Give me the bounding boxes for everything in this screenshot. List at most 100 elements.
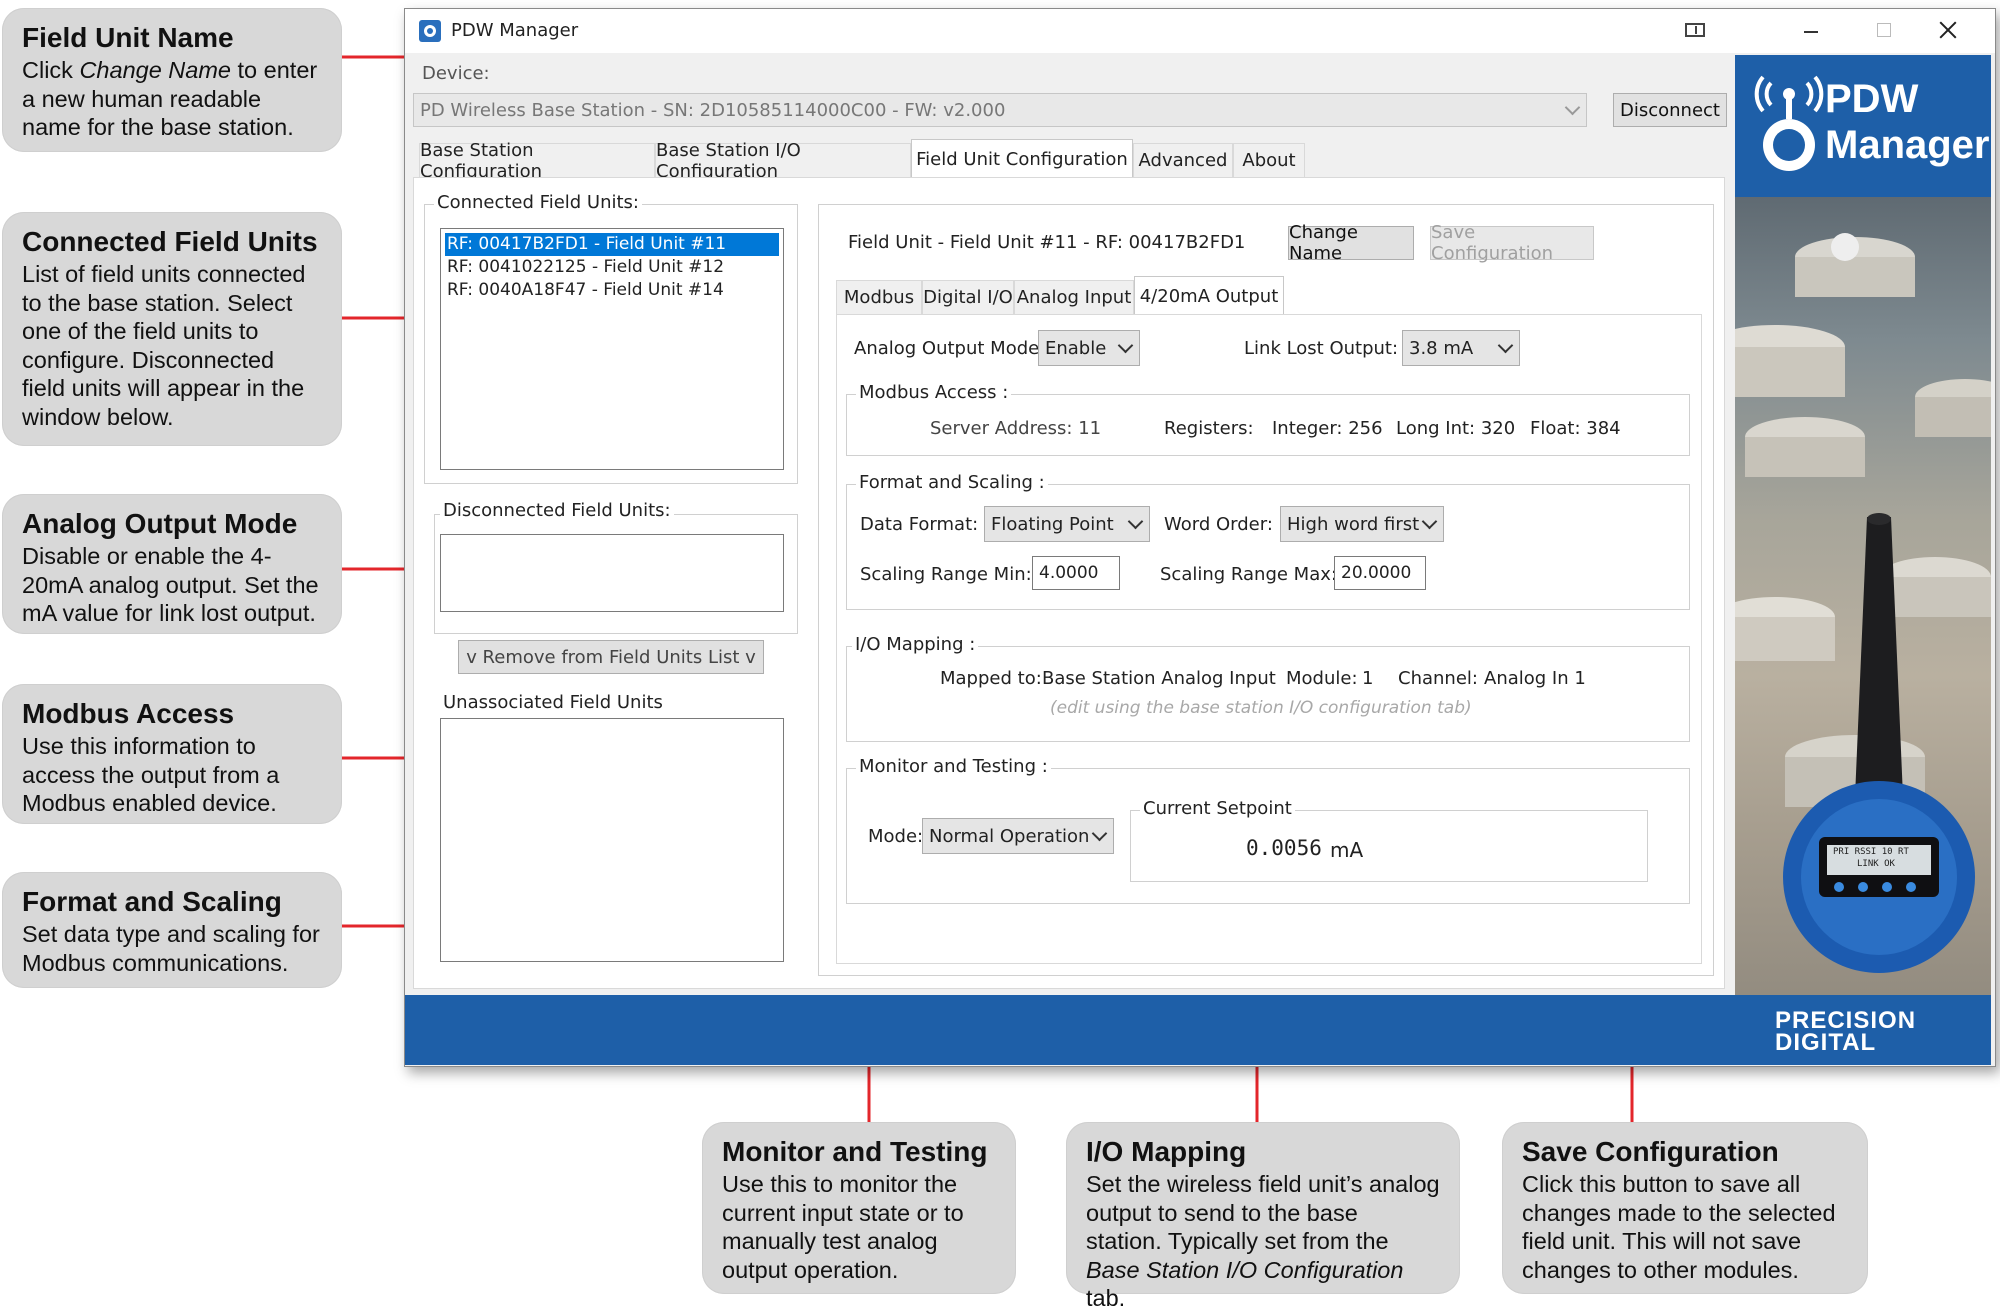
list-item[interactable]: RF: 0040A18F47 - Field Unit #14 [447,280,724,300]
callout-body: Disable or enable the 4-20mA analog outp… [22,543,319,626]
chevron-down-icon [1127,513,1144,530]
device-select[interactable]: PD Wireless Base Station - SN: 2D1058511… [413,93,1587,127]
device-display-line1: PRI RSSI 10 RT [1833,847,1909,857]
chevron-down-icon [1564,99,1581,116]
callout-title: Analog Output Mode [22,508,298,539]
callout-title: I/O Mapping [1086,1136,1247,1167]
brand-logo-panel: PDW Manager [1735,55,1991,197]
save-configuration-button[interactable]: Save Configuration [1430,222,1594,264]
callout-field-unit-name: Field Unit Name Click Change Name to ent… [2,8,342,152]
scaling-min-input[interactable]: 4.0000 [1032,556,1120,590]
tab-content: Connected Field Units: RF: 00417B2FD1 - … [413,177,1725,989]
industrial-scene [1735,233,1991,973]
mapped-to-label: Mapped to: [940,668,1042,689]
device-display-line2: LINK OK [1857,859,1895,869]
scaling-max-input[interactable]: 20.0000 [1334,556,1426,590]
logo-line1: PDW [1825,77,1919,121]
title-bar: PDW Manager [405,9,1995,53]
current-setpoint-unit: mA [1330,838,1364,862]
registers-label: Registers: [1164,418,1254,439]
subtab-digital-io[interactable]: Digital I/O [922,280,1014,314]
callout-title: Monitor and Testing [722,1136,988,1167]
callout-body: Set data type and scaling for Modbus com… [22,921,320,976]
current-setpoint-label: Current Setpoint [1140,798,1295,819]
callout-body: List of field units connected to the bas… [22,261,306,430]
list-item[interactable]: RF: 0041022125 - Field Unit #12 [447,257,725,277]
callout-title: Field Unit Name [22,22,234,53]
monitor-testing-group [846,768,1690,904]
subtab-content [836,314,1702,964]
io-mapping-label: I/O Mapping : [852,634,979,655]
tab-base-station-io-configuration[interactable]: Base Station I/O Configuration [655,140,911,182]
analog-output-mode-label: Analog Output Mode: [854,338,1046,359]
callout-analog-output-mode: Analog Output Mode Disable or enable the… [2,494,342,634]
unassociated-field-units-label: Unassociated Field Units [440,692,666,713]
current-setpoint-value: 0.0056 [1246,836,1322,860]
callout-body: Click Change Name to enter a new human r… [22,57,318,140]
chevron-down-icon [1421,513,1438,530]
callout-body: Use this to monitor the current input st… [722,1171,964,1283]
register-long-int: Long Int: 320 [1396,418,1516,439]
link-lost-output-select[interactable]: 3.8 mA [1402,330,1520,366]
channel-label: Channel: [1398,668,1478,689]
subtab-analog-input[interactable]: Analog Input [1014,280,1134,314]
scaling-max-label: Scaling Range Max: [1160,564,1337,585]
scaling-max-value: 20.0000 [1341,563,1412,583]
close-icon[interactable] [1935,17,1961,43]
tab-field-unit-configuration[interactable]: Field Unit Configuration [911,139,1133,179]
wireless-icon [1754,75,1824,171]
chevron-down-icon [1497,337,1514,354]
change-name-button[interactable]: Change Name [1288,222,1414,264]
callout-body: Click this button to save all changes ma… [1522,1171,1836,1283]
device-select-value: PD Wireless Base Station - SN: 2D1058511… [420,99,1006,121]
module-value: 1 [1362,668,1374,689]
tab-base-station-configuration[interactable]: Base Station Configuration [419,140,655,182]
mode-select[interactable]: Normal Operation [922,818,1114,854]
brand-footer: PRECISION DIGITAL [1735,995,1991,1065]
format-scaling-label: Format and Scaling : [856,472,1048,493]
status-bar [405,995,1735,1065]
brand-photo: PRI RSSI 10 RT LINK OK [1735,197,1991,995]
minimize-icon[interactable] [1804,31,1818,33]
pdw-manager-window: PDW Manager Device: PD Wireless Base Sta… [404,8,1996,1067]
field-unit-header: Field Unit - Field Unit #11 - RF: 00417B… [848,232,1246,253]
tablet-mode-icon[interactable] [1685,23,1705,37]
subtab-modbus[interactable]: Modbus [836,280,922,314]
modbus-access-group [846,394,1690,456]
monitor-testing-label: Monitor and Testing : [856,756,1051,777]
field-unit-group [818,204,1714,976]
callout-title: Modbus Access [22,698,235,729]
chevron-down-icon [1091,825,1108,842]
callout-modbus-access: Modbus Access Use this information to ac… [2,684,342,824]
mode-value: Normal Operation [929,825,1090,847]
disconnect-button[interactable]: Disconnect [1613,93,1727,127]
connected-field-units-label: Connected Field Units: [434,192,642,213]
tab-about[interactable]: About [1233,143,1305,177]
word-order-value: High word first [1287,513,1420,535]
callout-title: Connected Field Units [22,226,318,257]
word-order-label: Word Order: [1164,514,1273,535]
current-setpoint-group [1130,810,1648,882]
footer-line1: PRECISION [1775,1007,1917,1034]
disconnected-field-units-list[interactable] [440,534,784,612]
disconnected-field-units-label: Disconnected Field Units: [440,500,674,521]
unassociated-field-units-list[interactable] [440,718,784,962]
device-label: Device: [422,63,490,84]
data-format-value: Floating Point [991,513,1114,535]
data-format-select[interactable]: Floating Point [984,506,1150,542]
connected-field-units-list[interactable]: RF: 00417B2FD1 - Field Unit #11 RF: 0041… [440,228,784,470]
link-lost-output-value: 3.8 mA [1409,337,1474,359]
footer-line2: DIGITAL [1775,1029,1877,1056]
word-order-select[interactable]: High word first [1280,506,1444,542]
link-lost-output-label: Link Lost Output: [1244,338,1399,359]
remove-from-list-button[interactable]: v Remove from Field Units List v [458,640,764,674]
server-address: Server Address: 11 [930,418,1102,439]
register-integer: Integer: 256 [1272,418,1383,439]
data-format-label: Data Format: [860,514,979,535]
list-item-selected[interactable]: RF: 00417B2FD1 - Field Unit #11 [445,233,779,256]
analog-output-mode-select[interactable]: Enable [1038,330,1140,366]
tab-advanced[interactable]: Advanced [1133,143,1233,177]
subtab-4-20ma-output[interactable]: 4/20mA Output [1134,276,1284,316]
callout-format-and-scaling: Format and Scaling Set data type and sca… [2,872,342,988]
maximize-icon[interactable] [1877,23,1891,37]
